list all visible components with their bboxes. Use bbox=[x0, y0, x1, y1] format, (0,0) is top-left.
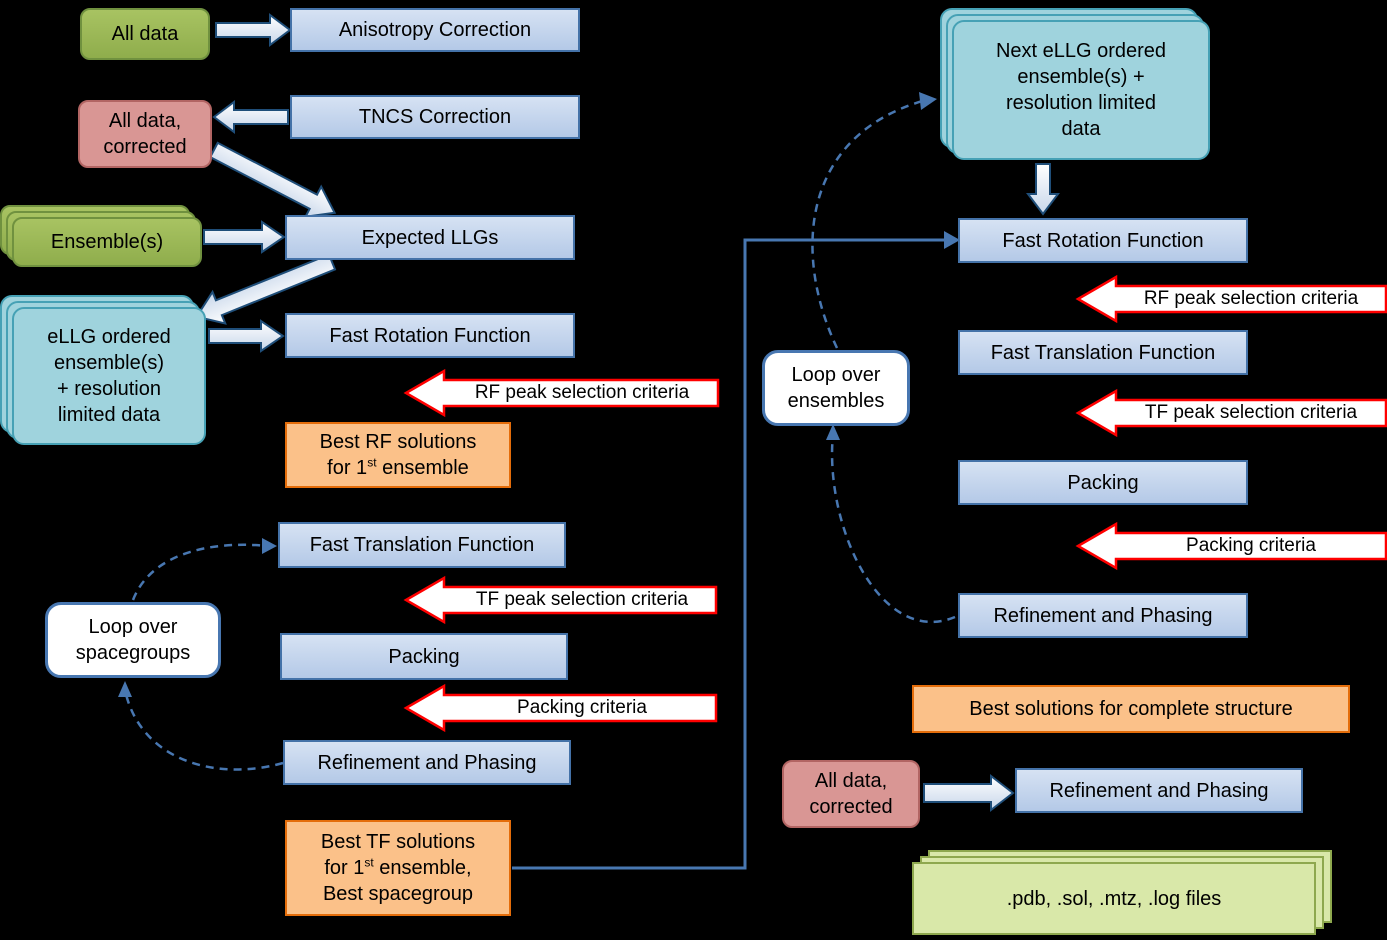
refinement-left-label: Refinement and Phasing bbox=[317, 751, 537, 774]
best-tf-superscript: st bbox=[364, 855, 374, 870]
all-data-box: All data bbox=[80, 8, 210, 60]
ellg-ensembles-label: eLLG ordered ensemble(s) + resolution li… bbox=[47, 326, 171, 426]
fast-rotation-right-label: Fast Rotation Function bbox=[1002, 229, 1204, 252]
rf-criteria-left-text: RF peak selection criteria bbox=[474, 382, 690, 403]
tf-criteria-left-text: TF peak selection criteria bbox=[475, 589, 689, 610]
packing-criteria-right-label: Packing criteria bbox=[1122, 529, 1380, 563]
best-tf-solutions-box: Best TF solutions for 1st ensemble, Best… bbox=[285, 820, 511, 916]
loop-spacegroups-box: Loop over spacegroups bbox=[45, 602, 221, 678]
packing-connector-triangle-left-icon bbox=[419, 620, 435, 634]
tncs-correction-label: TNCS Correction bbox=[358, 106, 512, 128]
best-tf-solutions-label: Best TF solutions for 1st ensemble, Best… bbox=[321, 829, 475, 907]
refinement-right-box: Refinement and Phasing bbox=[958, 593, 1248, 638]
dashed-refinement-to-loop-ensembles bbox=[830, 433, 956, 624]
loop-ensembles-box: Loop over ensembles bbox=[762, 350, 910, 426]
tf-criteria-right-text: TF peak selection criteria bbox=[1144, 402, 1358, 423]
dashed-loop-spacegroups-to-fast-translation bbox=[131, 543, 269, 601]
best-rf-superscript: st bbox=[367, 455, 377, 470]
next-ellg-box: Next eLLG ordered ensemble(s) + resoluti… bbox=[952, 20, 1210, 160]
all-data-label: All data bbox=[111, 23, 179, 45]
packing-left-box: Packing bbox=[280, 633, 568, 680]
best-tf-line3: Best spacegroup bbox=[322, 883, 474, 905]
expected-llgs-label: Expected LLGs bbox=[361, 226, 499, 249]
refinement-left-box: Refinement and Phasing bbox=[283, 740, 571, 785]
packing-right-box: Packing bbox=[958, 460, 1248, 505]
ensembles-label: Ensemble(s) bbox=[50, 231, 164, 253]
connector-best-tf-arrowhead-icon bbox=[944, 231, 960, 249]
best-rf-line1: Best RF solutions bbox=[319, 431, 477, 453]
packing-criteria-right-text: Packing criteria bbox=[1186, 535, 1316, 556]
fast-translation-left-label: Fast Translation Function bbox=[309, 534, 535, 556]
all-data-corrected-2-label: All data, corrected bbox=[809, 770, 893, 818]
dashed-arrowhead-icon bbox=[118, 681, 132, 697]
fast-translation-right-box: Fast Translation Function bbox=[958, 330, 1248, 375]
all-data-corrected-label: All data, corrected bbox=[103, 110, 187, 158]
tf-criteria-right-label: TF peak selection criteria bbox=[1122, 396, 1380, 430]
loop-spacegroups-label: Loop over spacegroups bbox=[75, 616, 191, 664]
ensembles-box: Ensemble(s) bbox=[12, 217, 202, 267]
rf-criteria-right-text: RF peak selection criteria bbox=[1143, 288, 1359, 309]
best-tf-line2-post: ensemble, bbox=[373, 857, 472, 879]
best-rf-line2-pre: for 1 bbox=[327, 457, 368, 479]
packing-criteria-left-text: Packing criteria bbox=[517, 697, 647, 718]
dashed-loop-ensembles-to-next-ellg bbox=[811, 98, 927, 349]
best-rf-line2-post: ensemble bbox=[376, 457, 469, 479]
fast-rotation-right-box: Fast Rotation Function bbox=[958, 218, 1248, 263]
rf-criteria-right-label: RF peak selection criteria bbox=[1122, 282, 1380, 316]
connector-best-tf-to-fast-rotation bbox=[512, 238, 946, 870]
tf-criteria-arrow-left-icon bbox=[403, 575, 718, 625]
arrow-next-ellg-to-fast-rotation-icon bbox=[1026, 163, 1060, 216]
arrow-ellg-to-fast-rotation-icon bbox=[208, 319, 285, 353]
next-ellg-label: Next eLLG ordered ensemble(s) + resoluti… bbox=[995, 40, 1167, 140]
dashed-arrowhead-icon bbox=[262, 538, 277, 554]
best-solutions-box: Best solutions for complete structure bbox=[912, 685, 1350, 733]
arrow-tncs-to-all-data-corrected-icon bbox=[212, 100, 289, 134]
anisotropy-correction-label: Anisotropy Correction bbox=[338, 19, 532, 41]
tf-criteria-left-label: TF peak selection criteria bbox=[452, 583, 712, 617]
packing-right-label: Packing bbox=[1067, 471, 1139, 494]
arrow-all-data-corrected-to-expected-llgs-icon bbox=[208, 141, 337, 219]
ellg-ensembles-box: eLLG ordered ensemble(s) + resolution li… bbox=[12, 307, 206, 445]
packing-criteria-arrow-left-icon bbox=[403, 683, 718, 733]
dashed-refinement-to-loop-spacegroups bbox=[123, 689, 284, 771]
output-files-label: .pdb, .sol, .mtz, .log files bbox=[1006, 887, 1222, 910]
dashed-arrowhead-icon bbox=[826, 424, 840, 440]
fast-rotation-left-label: Fast Rotation Function bbox=[329, 324, 531, 347]
loop-ensembles-label: Loop over ensembles bbox=[787, 364, 885, 412]
arrow-ensembles-to-expected-llgs-icon bbox=[203, 220, 286, 254]
arrow-all-data-corrected-to-final-refinement-icon bbox=[923, 773, 1015, 813]
packing-criteria-left-label: Packing criteria bbox=[452, 691, 712, 725]
all-data-corrected-box: All data, corrected bbox=[78, 100, 212, 168]
fast-translation-left-box: Fast Translation Function bbox=[278, 522, 566, 568]
best-solutions-label: Best solutions for complete structure bbox=[969, 698, 1293, 720]
packing-connector-triangle-right-icon bbox=[1027, 446, 1043, 460]
output-files-box: .pdb, .sol, .mtz, .log files bbox=[912, 862, 1316, 935]
tf-criteria-arrow-right-icon bbox=[1075, 388, 1387, 438]
best-tf-line2-pre: for 1 bbox=[324, 857, 365, 879]
anisotropy-correction-box: Anisotropy Correction bbox=[290, 8, 580, 52]
arrow-all-data-to-anisotropy-icon bbox=[215, 13, 292, 47]
fast-translation-right-label: Fast Translation Function bbox=[990, 341, 1216, 364]
arrow-expected-llgs-to-ellg-icon bbox=[195, 253, 337, 325]
rf-criteria-arrow-right-icon bbox=[1075, 274, 1387, 324]
refinement-right-label: Refinement and Phasing bbox=[993, 604, 1213, 627]
packing-criteria-arrow-right-icon bbox=[1075, 521, 1387, 571]
rf-criteria-left-label: RF peak selection criteria bbox=[452, 376, 712, 410]
rf-criteria-arrow-left-icon bbox=[403, 368, 720, 418]
expected-llgs-box: Expected LLGs bbox=[285, 215, 575, 260]
packing-left-label: Packing bbox=[388, 645, 460, 668]
final-refinement-box: Refinement and Phasing bbox=[1015, 768, 1303, 813]
final-refinement-label: Refinement and Phasing bbox=[1049, 779, 1269, 802]
fast-rotation-left-box: Fast Rotation Function bbox=[285, 313, 575, 358]
best-rf-solutions-label: Best RF solutions for 1st ensemble bbox=[320, 429, 477, 481]
best-tf-line1: Best TF solutions bbox=[320, 831, 476, 853]
dashed-arrowhead-icon bbox=[919, 92, 937, 110]
best-rf-solutions-box: Best RF solutions for 1st ensemble bbox=[285, 422, 511, 488]
all-data-corrected-2-box: All data, corrected bbox=[782, 760, 920, 828]
tncs-correction-box: TNCS Correction bbox=[290, 95, 580, 139]
